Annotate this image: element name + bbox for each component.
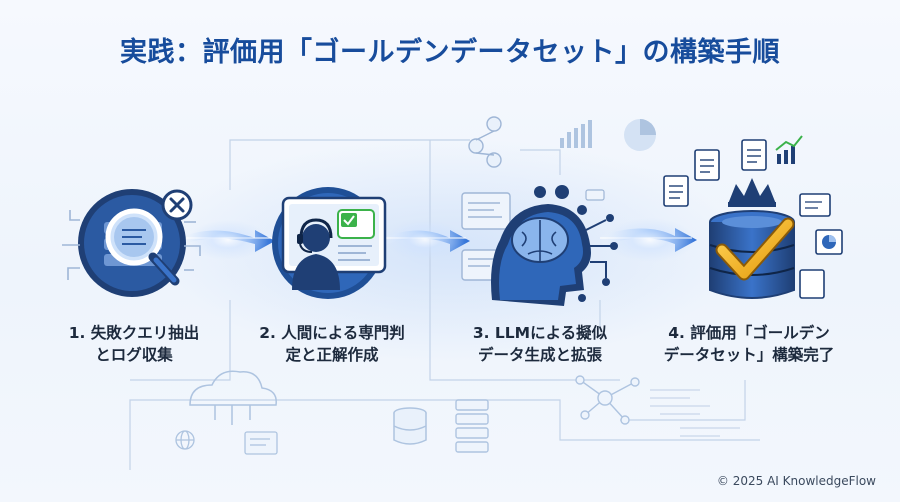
step-1-label: 1. 失敗クエリ抽出 とログ収集 [68, 324, 200, 364]
step-2-label: 2. 人間による専門判 定と正解作成 [259, 324, 405, 364]
flow-arrows [178, 218, 697, 262]
cloud-icon [189, 370, 277, 425]
globe-icon [175, 430, 195, 450]
ai-brain-icon [461, 185, 618, 306]
flowchart-icon [468, 116, 502, 168]
copyright-text: © 2025 AI KnowledgeFlow [716, 474, 876, 488]
document-lines-icon [244, 431, 278, 455]
operator-monitor-icon [272, 187, 387, 299]
page-title: 実践：評価用「ゴールデンデータセット」の構築手順 [120, 37, 780, 68]
code-lines-decoration [650, 389, 740, 437]
background-lines [129, 139, 760, 470]
step-3-label: 3. LLMによる擬似 データ生成と拡張 [472, 324, 608, 364]
step-4-label: 4. 評価用「ゴールデン データセット」構築完了 [663, 324, 835, 364]
database-icon [393, 407, 427, 445]
pie-chart-icon [624, 119, 656, 151]
magnifier-server-icon [62, 189, 201, 297]
server-rack-icon [455, 399, 489, 453]
bar-chart-icon [560, 120, 592, 148]
line-chart-icon [775, 135, 803, 164]
golden-database-icon [663, 135, 843, 299]
network-nodes-icon [575, 375, 640, 425]
